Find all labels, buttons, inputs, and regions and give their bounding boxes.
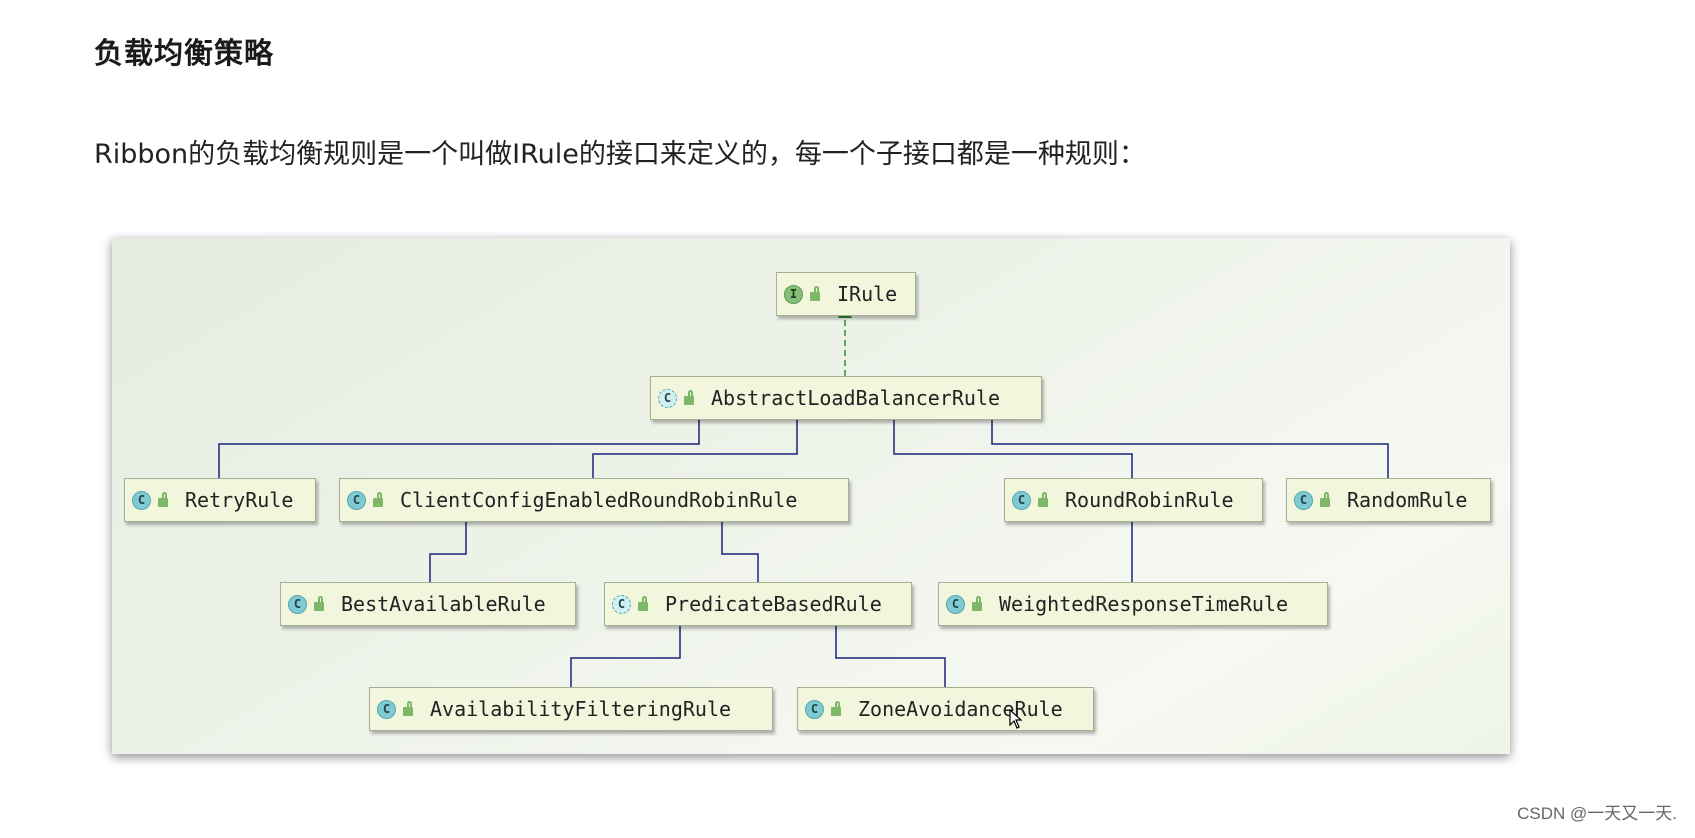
class-icon: C xyxy=(347,490,366,510)
node-label: AbstractLoadBalancerRule xyxy=(711,386,1000,410)
node-label: WeightedResponseTimeRule xyxy=(999,592,1288,616)
edge-clientconfig-abstract xyxy=(592,414,798,478)
interface-icon: I xyxy=(784,284,803,304)
node-zone-avoidance-rule[interactable]: C ZoneAvoidanceRule xyxy=(797,687,1094,731)
public-lock-icon xyxy=(684,390,694,405)
public-lock-icon xyxy=(972,596,982,611)
public-lock-icon xyxy=(810,286,820,301)
abstract-class-icon: C xyxy=(658,388,677,408)
edge-zone-predicate xyxy=(835,622,946,687)
public-lock-icon xyxy=(403,701,413,716)
class-icon: C xyxy=(1012,490,1031,510)
intro-paragraph: Ribbon的负载均衡规则是一个叫做IRule的接口来定义的，每一个子接口都是一… xyxy=(94,139,1146,170)
node-label: ZoneAvoidanceRule xyxy=(858,697,1063,721)
node-label: ClientConfigEnabledRoundRobinRule xyxy=(400,488,798,512)
node-random-rule[interactable]: C RandomRule xyxy=(1286,478,1491,522)
class-icon: C xyxy=(288,594,307,614)
node-round-robin-rule[interactable]: C RoundRobinRule xyxy=(1004,478,1263,522)
watermark: CSDN @一天又一天. xyxy=(1517,804,1677,823)
class-icon: C xyxy=(377,699,396,719)
edge-bestavailable-clientconfig xyxy=(429,518,467,582)
node-retry-rule[interactable]: C RetryRule xyxy=(124,478,316,522)
abstract-class-icon: C xyxy=(612,594,631,614)
public-lock-icon xyxy=(314,596,324,611)
node-availability-filtering-rule[interactable]: C AvailabilityFilteringRule xyxy=(369,687,773,731)
node-label: RandomRule xyxy=(1347,488,1468,512)
class-icon: C xyxy=(1294,490,1313,510)
node-best-available-rule[interactable]: C BestAvailableRule xyxy=(280,582,576,626)
node-abstract-load-balancer-rule[interactable]: C AbstractLoadBalancerRule xyxy=(650,376,1042,420)
class-icon: C xyxy=(946,594,965,614)
node-label: RetryRule xyxy=(185,488,294,512)
edge-retry-abstract xyxy=(218,414,700,478)
class-icon: C xyxy=(132,490,151,510)
node-label: PredicateBasedRule xyxy=(665,592,882,616)
edge-random-abstract xyxy=(991,414,1389,478)
section-heading: 负载均衡策略 xyxy=(94,36,275,70)
node-client-config-enabled-round-robin-rule[interactable]: C ClientConfigEnabledRoundRobinRule xyxy=(339,478,849,522)
node-label: IRule xyxy=(837,282,898,306)
class-icon: C xyxy=(805,699,824,719)
node-label: AvailabilityFilteringRule xyxy=(430,697,732,721)
node-irule[interactable]: I IRule xyxy=(776,272,916,316)
node-weighted-response-time-rule[interactable]: C WeightedResponseTimeRule xyxy=(938,582,1328,626)
edge-roundrobin-abstract xyxy=(893,414,1133,478)
public-lock-icon xyxy=(638,596,648,611)
public-lock-icon xyxy=(158,492,168,507)
public-lock-icon xyxy=(1320,492,1330,507)
class-hierarchy-diagram: I IRule C AbstractLoadBalancerRule C Ret… xyxy=(112,238,1510,754)
public-lock-icon xyxy=(1038,492,1048,507)
edge-availability-predicate xyxy=(570,622,681,687)
node-predicate-based-rule[interactable]: C PredicateBasedRule xyxy=(604,582,912,626)
public-lock-icon xyxy=(831,701,841,716)
edge-predicate-clientconfig xyxy=(721,518,759,582)
node-label: RoundRobinRule xyxy=(1065,488,1234,512)
node-label: BestAvailableRule xyxy=(341,592,546,616)
mouse-cursor-icon xyxy=(1009,709,1023,729)
public-lock-icon xyxy=(373,492,383,507)
